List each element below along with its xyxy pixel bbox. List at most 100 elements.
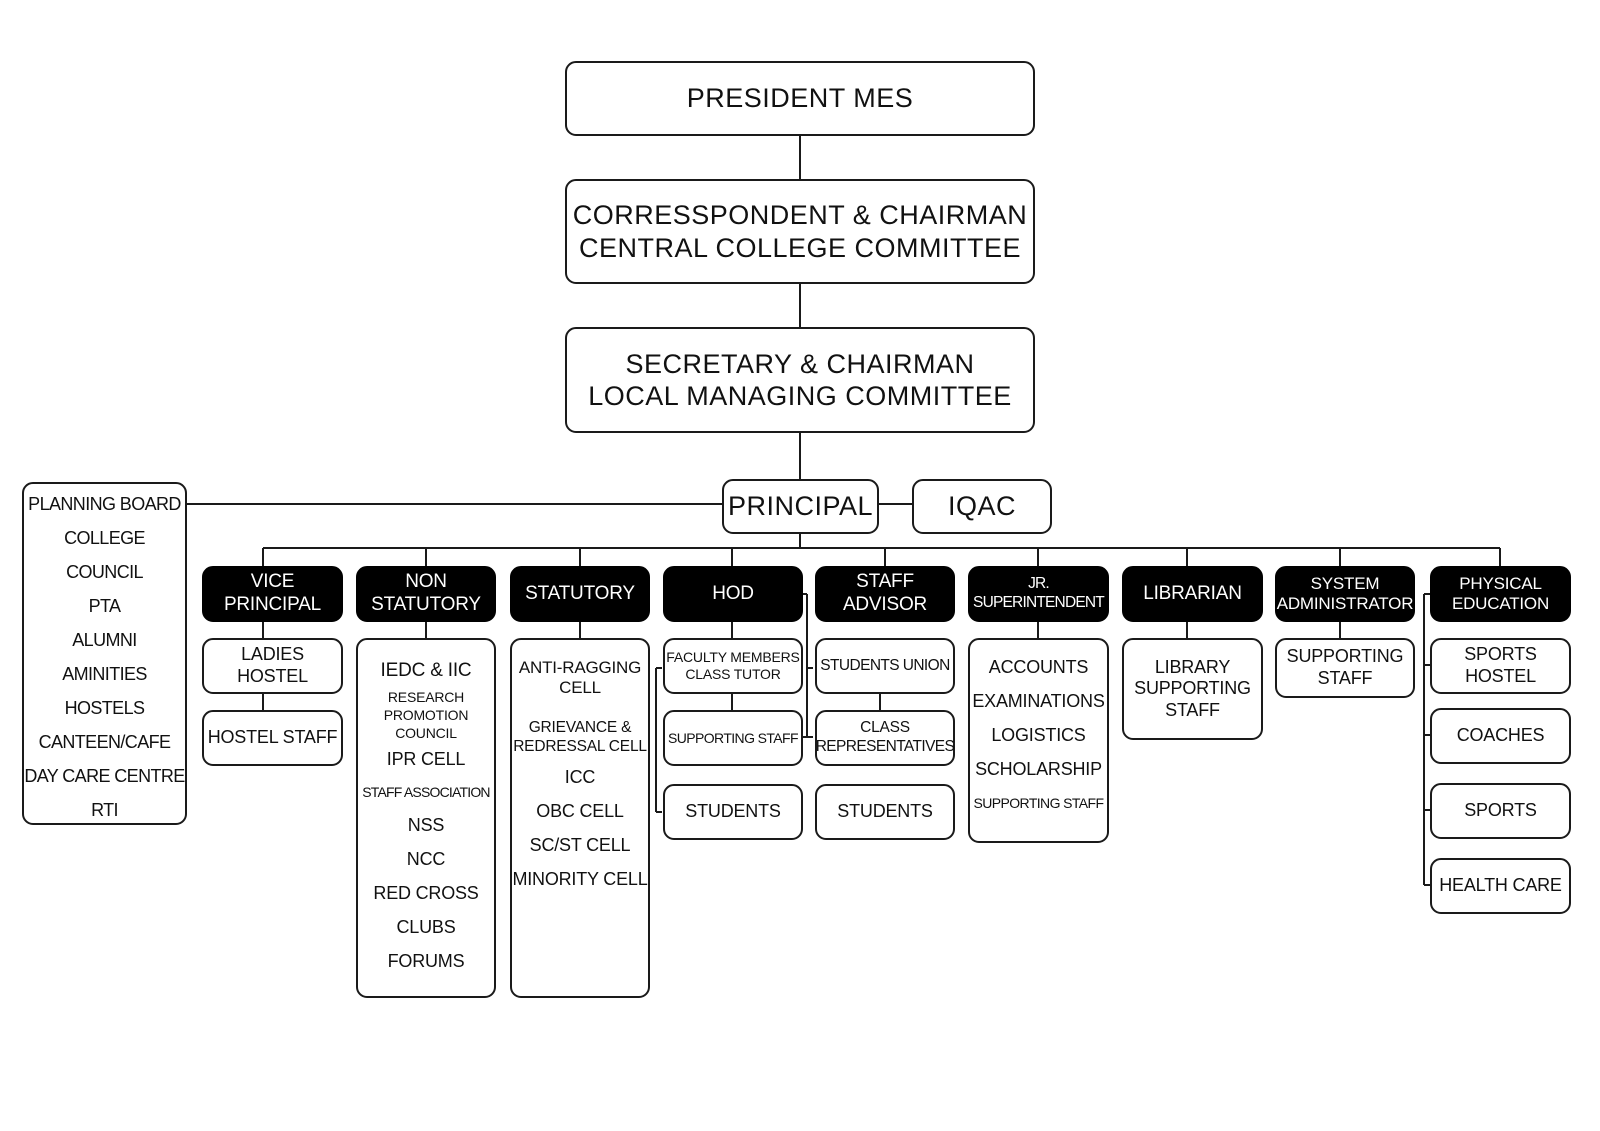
students-union-box: STUDENTS UNION — [815, 638, 955, 694]
non-statutory-header: NON STATUTORY — [356, 566, 496, 622]
president-label: PRESIDENT MES — [686, 83, 914, 114]
list-item: STAFF — [1165, 699, 1220, 720]
hostel-staff-label: HOSTEL STAFF — [207, 727, 338, 748]
list-item: SCHOLARSHIP — [975, 759, 1102, 779]
ladies-hostel-label: LADIES HOSTEL — [237, 644, 308, 686]
side-committee-item: RTI — [91, 800, 118, 820]
list-item: LOGISTICS — [991, 725, 1086, 745]
list-item: CLUBS — [396, 917, 456, 937]
system-admin-header: SYSTEM ADMINISTRATOR — [1275, 566, 1415, 622]
class-representatives-box: CLASS REPRESENTATIVES — [815, 710, 955, 766]
list-item: OBC CELL — [536, 801, 624, 821]
jr-superintendent-title: JR. SUPERINTENDENT — [973, 575, 1105, 611]
statutory-header: STATUTORY — [510, 566, 650, 622]
hod-supporting-staff-box: SUPPORTING STAFF — [663, 710, 803, 766]
list-item: NCC — [406, 849, 446, 869]
correspondent-title: CORRESSPONDENT & CHAIRMAN — [572, 200, 1028, 231]
coaches-label: COACHES — [1456, 725, 1545, 746]
system-supporting-staff-box: SUPPORTING STAFF — [1275, 638, 1415, 698]
jr-superintendent-list: ACCOUNTS EXAMINATIONS LOGISTICS SCHOLARS… — [968, 638, 1109, 843]
health-care-box: HEALTH CARE — [1430, 858, 1571, 914]
secretary-title: SECRETARY & CHAIRMAN — [625, 348, 975, 379]
vice-principal-header: VICE PRINCIPAL — [202, 566, 343, 622]
advisor-students-box: STUDENTS — [815, 784, 955, 840]
side-committee-item: HOSTELS — [64, 698, 145, 718]
hod-title: HOD — [712, 582, 754, 604]
list-item: ANTI-RAGGING — [518, 658, 642, 677]
staff-advisor-header: STAFF ADVISOR — [815, 566, 955, 622]
statutory-list: ANTI-RAGGING CELL GRIEVANCE & REDRESSAL … — [510, 638, 650, 998]
list-item: STAFF ASSOCIATION — [362, 784, 490, 800]
jr-superintendent-header: JR. SUPERINTENDENT — [968, 566, 1109, 622]
list-item: LIBRARY — [1154, 656, 1231, 677]
president-box: PRESIDENT MES — [565, 61, 1035, 136]
list-item: NSS — [407, 815, 445, 835]
hostel-staff-box: HOSTEL STAFF — [202, 710, 343, 766]
physical-education-header: PHYSICAL EDUCATION — [1430, 566, 1571, 622]
staff-advisor-title: STAFF ADVISOR — [842, 571, 928, 615]
iqac-label: IQAC — [947, 491, 1016, 522]
class-tutor-label: CLASS TUTOR — [685, 666, 781, 682]
list-item: SC/ST CELL — [529, 835, 631, 855]
list-item: EXAMINATIONS — [972, 691, 1105, 711]
librarian-header: LIBRARIAN — [1122, 566, 1263, 622]
side-committee-item: CANTEEN/CAFE — [38, 732, 171, 752]
hod-students-label: STUDENTS — [685, 801, 781, 822]
list-item: RESEARCH — [387, 689, 465, 705]
library-supporting-staff-box: LIBRARY SUPPORTING STAFF — [1122, 638, 1263, 740]
side-committee-item: PLANNING BOARD — [28, 494, 181, 514]
list-item: SUPPORTING — [1286, 646, 1404, 667]
list-item: CELL — [559, 678, 601, 697]
side-committee-item: ALUMNI — [72, 630, 137, 650]
list-item: PROMOTION — [383, 707, 469, 723]
system-admin-title-line1: SYSTEM — [1310, 573, 1380, 593]
correspondent-box: CORRESSPONDENT & CHAIRMAN CENTRAL COLLEG… — [565, 179, 1035, 284]
list-item: ICC — [564, 767, 596, 787]
system-admin-title-line2: ADMINISTRATOR — [1276, 594, 1414, 613]
hod-students-box: STUDENTS — [663, 784, 803, 840]
list-item: SUPPORTING — [1134, 678, 1251, 699]
physical-education-title-line1: PHYSICAL — [1459, 573, 1542, 593]
list-item: IPR CELL — [386, 749, 466, 769]
secretary-box: SECRETARY & CHAIRMAN LOCAL MANAGING COMM… — [565, 327, 1035, 433]
list-item: STAFF — [1317, 668, 1373, 688]
side-committee-item: AMINITIES — [62, 664, 147, 684]
list-item: FORUMS — [387, 951, 465, 971]
hod-supporting-staff-label: SUPPORTING STAFF — [668, 729, 799, 746]
list-item: MINORITY CELL — [512, 869, 648, 889]
list-item: SUPPORTING STAFF — [973, 795, 1105, 811]
advisor-students-label: STUDENTS — [837, 801, 933, 822]
side-committees-box: PLANNING BOARD COLLEGE COUNCIL PTA ALUMN… — [22, 482, 187, 825]
coaches-box: COACHES — [1430, 708, 1571, 764]
side-committee-item: COLLEGE COUNCIL — [64, 528, 145, 582]
faculty-members-box: FACULTY MEMBERS CLASS TUTOR — [663, 638, 803, 694]
faculty-members-label: FACULTY MEMBERS — [666, 649, 800, 666]
hod-header: HOD — [663, 566, 803, 622]
list-item: GRIEVANCE & — [528, 719, 632, 736]
health-care-label: HEALTH CARE — [1439, 875, 1562, 896]
physical-education-title-line2: EDUCATION — [1451, 594, 1550, 613]
ladies-hostel-box: LADIES HOSTEL — [202, 638, 343, 694]
side-committee-item: DAY CARE CENTRE — [24, 766, 185, 786]
list-item: COUNCIL — [395, 725, 457, 741]
librarian-title: LIBRARIAN — [1143, 582, 1242, 604]
principal-label: PRINCIPAL — [727, 491, 874, 522]
sports-box: SPORTS — [1430, 783, 1571, 839]
vice-principal-title: VICE PRINCIPAL — [223, 571, 322, 615]
correspondent-subtitle: CENTRAL COLLEGE COMMITTEE — [578, 232, 1022, 263]
class-reps-line1: CLASS — [860, 719, 910, 737]
students-union-label: STUDENTS UNION — [820, 656, 950, 674]
principal-box: PRINCIPAL — [722, 479, 879, 534]
non-statutory-list: IEDC & IIC RESEARCH PROMOTION COUNCIL IP… — [356, 638, 496, 998]
list-item: IEDC & IIC — [380, 660, 472, 681]
side-committee-item: PTA — [88, 596, 121, 616]
list-item: RED CROSS — [373, 883, 479, 903]
secretary-subtitle: LOCAL MANAGING COMMITTEE — [588, 381, 1012, 411]
sports-hostel-label: SPORTS HOSTEL — [1464, 644, 1537, 686]
list-item: REDRESSAL CELL — [513, 738, 647, 755]
sports-hostel-box: SPORTS HOSTEL — [1430, 638, 1571, 694]
class-reps-line2: REPRESENTATIVES — [815, 738, 955, 755]
list-item: ACCOUNTS — [988, 657, 1089, 677]
statutory-title: STATUTORY — [525, 582, 635, 604]
